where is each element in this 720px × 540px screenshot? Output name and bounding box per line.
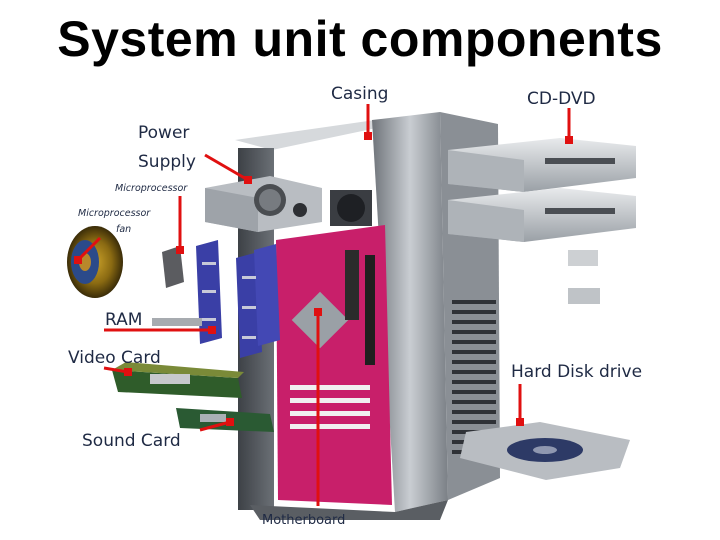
case-fans [330,190,372,226]
cd-dvd-drives [448,138,636,304]
label-ram: RAM [105,310,142,330]
component-labels: Casing CD-DVD Power Supply Microprocesso… [68,84,642,528]
microprocessor [162,246,184,288]
label-video-card: Video Card [68,348,161,368]
power-supply-unit [205,176,322,232]
label-power-supply-line2: Supply [138,152,196,172]
label-hard-disk-drive: Hard Disk drive [511,362,642,382]
label-power-supply-line1: Power [138,123,189,143]
label-microprocessor-fan-line1: Microprocessor [78,208,151,219]
video-card [112,362,244,398]
label-microprocessor: Microprocessor [115,183,188,194]
annotation-leaders [74,104,573,506]
hard-disk-drive [460,422,630,480]
page-title: System unit components [57,11,663,67]
ram-modules [152,240,280,358]
label-sound-card: Sound Card [82,431,181,451]
label-cd-dvd: CD-DVD [527,89,596,109]
sound-card [176,408,274,432]
label-casing: Casing [331,84,388,104]
motherboard [276,225,392,505]
label-motherboard: Motherboard [262,513,345,528]
label-microprocessor-fan-line2: fan [116,224,131,235]
